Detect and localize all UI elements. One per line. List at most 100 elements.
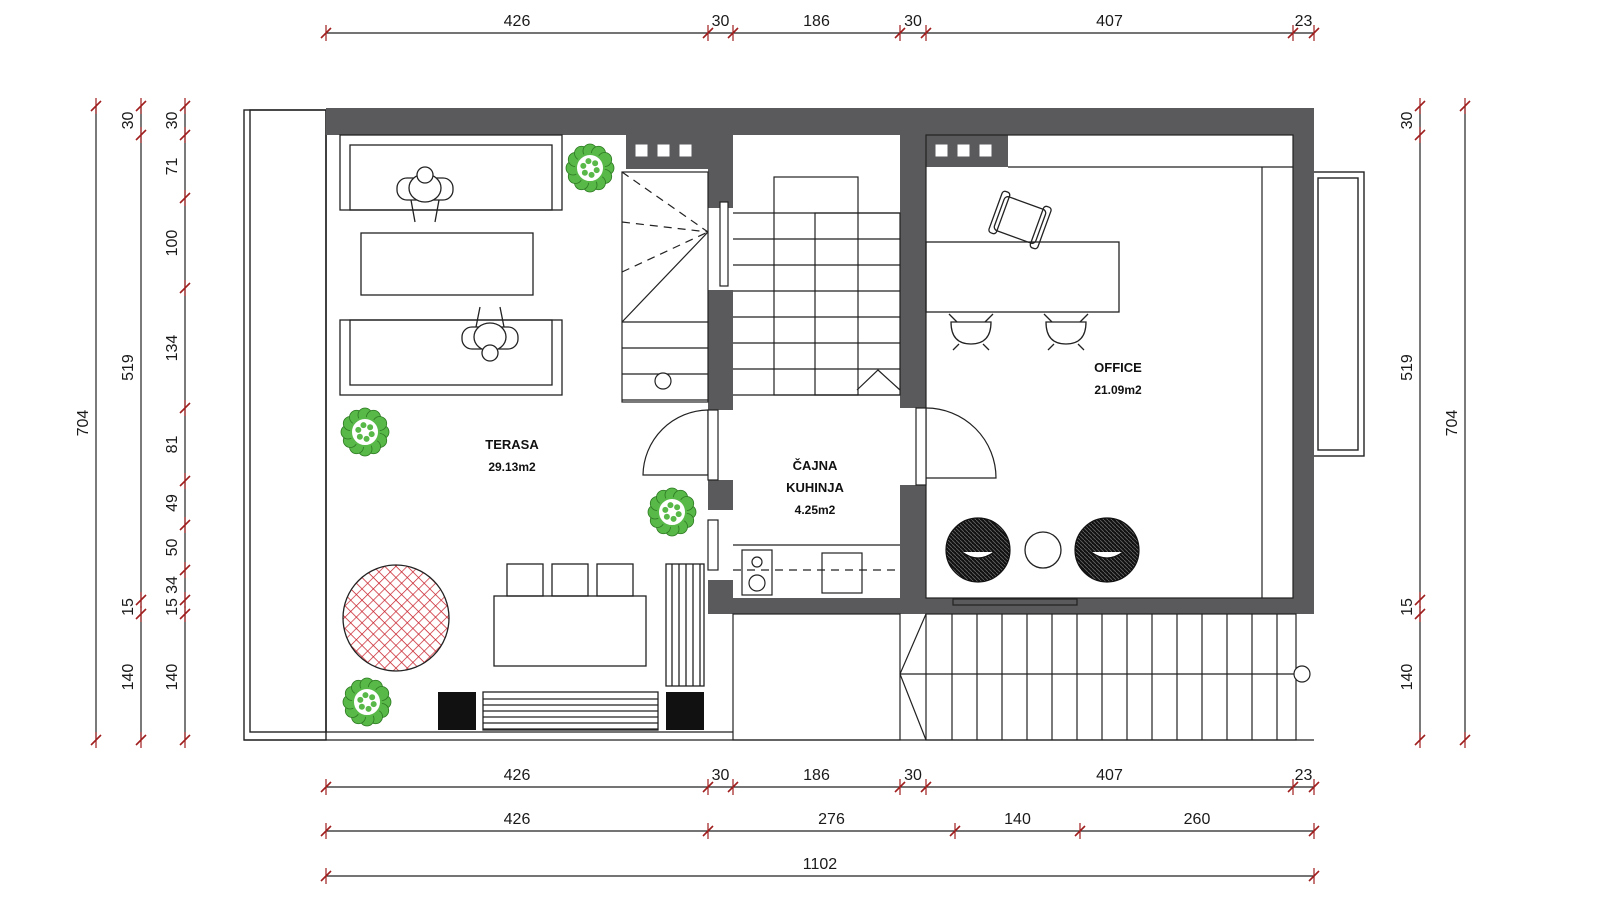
right-balcony-inner	[1317, 177, 1359, 451]
left-balcony-inner	[249, 109, 327, 733]
person-bottom-icon	[461, 306, 519, 362]
dim-label-top-0: 426	[504, 13, 531, 30]
kitchen-appliances	[733, 549, 900, 596]
left-balcony-slab	[243, 109, 327, 741]
speaker-left	[438, 692, 476, 730]
dim-label-bottom1-0: 426	[504, 767, 531, 784]
partition-a-top	[708, 108, 733, 208]
doors	[642, 201, 997, 571]
partition-a-base	[708, 580, 733, 614]
room-area-terasa: 29.13m2	[488, 460, 536, 474]
dim-label-left-inner-1: 71	[164, 158, 181, 176]
dim-label-left-mid-0: 30	[120, 112, 137, 130]
dim-label-left-inner-2: 100	[164, 230, 181, 257]
dim-label-left-mid-3: 140	[120, 664, 137, 691]
bottom-wall	[708, 598, 1314, 614]
outdoor-steps	[899, 613, 1311, 741]
walls	[326, 108, 1314, 614]
dim-label-bottom2-0: 426	[504, 811, 531, 828]
terrace-door-frame	[707, 409, 719, 481]
side-table	[1024, 531, 1062, 569]
partition-a-low	[708, 480, 733, 510]
dim-label-top-5: 23	[1295, 13, 1313, 30]
lounge-chair-left-icon	[945, 517, 1011, 583]
office-bottom-window	[952, 598, 1078, 606]
lounge-chairs	[945, 517, 1140, 583]
chair-3	[596, 563, 634, 597]
chair-1	[506, 563, 544, 597]
dim-label-bottom1-1: 30	[712, 767, 730, 784]
dim-label-left-mid-1: 519	[120, 354, 137, 381]
lounger-top	[339, 134, 563, 211]
dim-label-top-1: 30	[712, 13, 730, 30]
sink-icon	[821, 552, 863, 594]
office-door	[925, 407, 997, 479]
plant-icon	[565, 143, 615, 193]
dim-label-right-inner-0: 30	[1399, 112, 1416, 130]
plant-icon	[342, 677, 392, 727]
stair-window	[719, 201, 729, 287]
stove-icon	[741, 549, 773, 596]
top-wall	[326, 108, 1314, 135]
chair-2	[551, 563, 589, 597]
side-bench	[665, 563, 705, 687]
right-balcony-slab	[1311, 171, 1365, 457]
dim-label-left-inner-8: 15	[164, 598, 181, 616]
office-door-frame	[915, 407, 927, 486]
partition-b-top	[900, 108, 926, 408]
office-desk	[925, 241, 1120, 313]
desk-chair-left-icon	[948, 313, 994, 351]
room-name-office: OFFICE	[1094, 360, 1142, 375]
dim-label-bottom3-0: 1102	[803, 856, 838, 873]
terrace-door	[642, 409, 709, 476]
speakers	[438, 692, 704, 730]
plants	[340, 143, 697, 727]
dim-label-left-inner-5: 49	[164, 494, 181, 512]
person-top-icon	[396, 166, 454, 223]
dim-label-left-inner-7: 34	[164, 576, 181, 594]
window-squares	[635, 144, 992, 157]
room-name-terasa: TERASA	[485, 437, 539, 452]
coffee-table	[360, 232, 534, 296]
terrace-stair	[621, 171, 709, 403]
office-furniture	[925, 190, 1120, 569]
plant-icon	[340, 407, 390, 457]
dim-label-bottom2-2: 140	[1004, 811, 1031, 828]
speaker-right	[666, 692, 704, 730]
dim-label-right-outer-0: 704	[1444, 410, 1461, 437]
dim-label-left-inner-6: 50	[164, 539, 181, 557]
lounger-bottom	[339, 319, 563, 396]
dim-label-right-inner-1: 519	[1399, 354, 1416, 381]
outdoor-step-marker	[1293, 665, 1311, 683]
office-chair-icon	[988, 190, 1052, 250]
entry-lobby	[732, 613, 901, 741]
desk-chair-right-icon	[1043, 313, 1089, 351]
dim-label-bottom1-3: 30	[904, 767, 922, 784]
dim-label-top-4: 407	[1096, 13, 1123, 30]
dim-label-right-inner-2: 15	[1399, 598, 1416, 616]
dim-label-left-outer-0: 704	[75, 410, 92, 437]
person-figures	[396, 166, 519, 362]
room-area-kitchen: 4.25m2	[795, 503, 836, 517]
dim-label-left-mid-2: 15	[120, 598, 137, 616]
kitchen-window	[707, 519, 719, 571]
room-labels: TERASA 29.13m2 ČAJNA KUHINJA 4.25m2 OFFI…	[485, 360, 1142, 517]
partition-a-mid	[708, 290, 733, 398]
dim-label-left-inner-9: 140	[164, 664, 181, 691]
partition-b-low	[900, 485, 926, 614]
dining-table	[493, 595, 647, 667]
room-name-kuhinja: KUHINJA	[786, 480, 844, 495]
dim-label-bottom2-3: 260	[1184, 811, 1211, 828]
dim-label-bottom1-2: 186	[803, 767, 830, 784]
lounge-chair-right-icon	[1074, 517, 1140, 583]
room-name-cajna: ČAJNA	[793, 458, 838, 473]
partition-a-stub	[708, 398, 733, 410]
right-wall	[1293, 108, 1314, 614]
room-area-office: 21.09m2	[1094, 383, 1142, 397]
stair-start-marker	[654, 372, 672, 390]
dim-label-bottom1-4: 407	[1096, 767, 1123, 784]
dim-label-top-3: 30	[904, 13, 922, 30]
dim-label-left-inner-4: 81	[164, 436, 181, 454]
